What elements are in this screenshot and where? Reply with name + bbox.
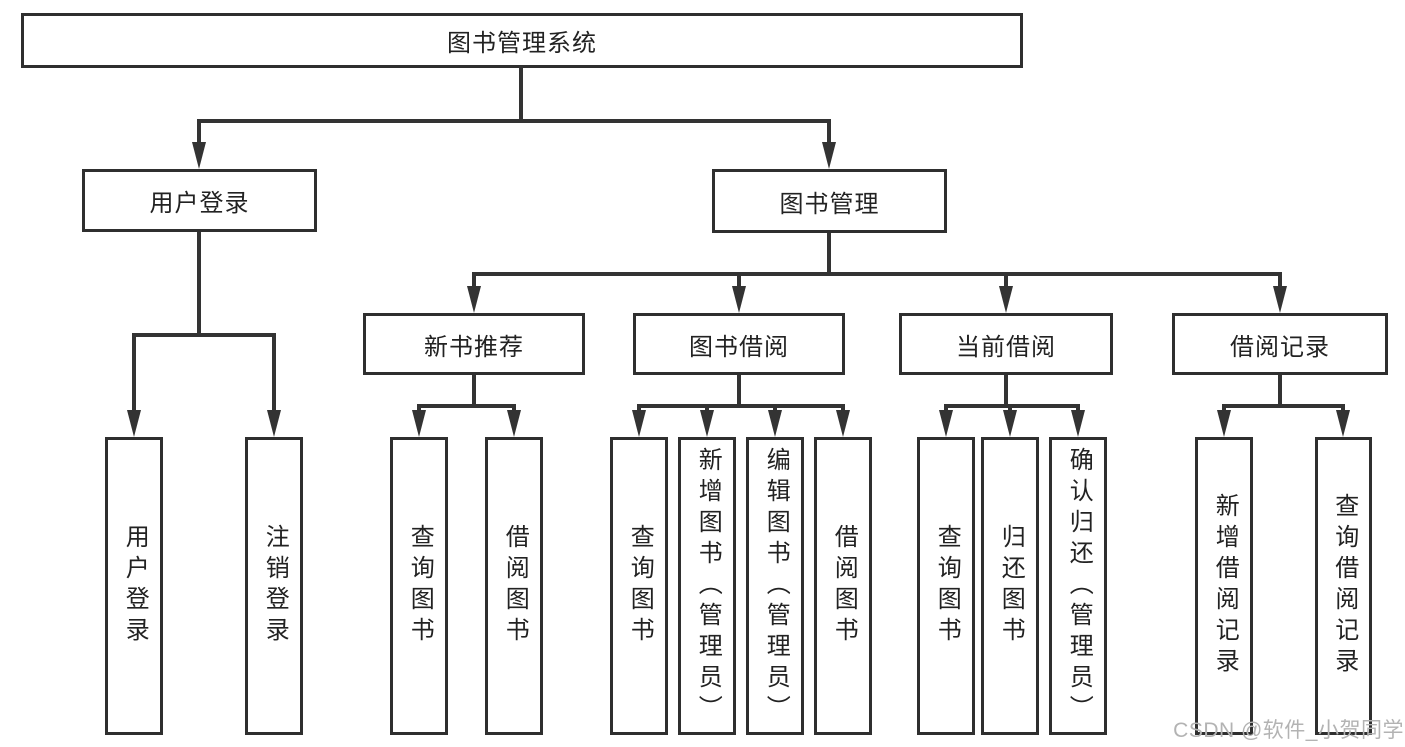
arrow-to-leaf [939, 410, 953, 437]
leaf-confirm-return-admin: 确认归还（管理员） [1049, 437, 1107, 735]
leaf-user-login-label: 用户登录 [121, 524, 149, 648]
connector-stub-leaf-logout [272, 333, 276, 412]
node-book-mgmt: 图书管理 [712, 169, 947, 233]
arrow-to-borrow-record [1273, 286, 1287, 313]
node-new-book-recommend: 新书推荐 [363, 313, 585, 375]
connector-book-borrow-drop [737, 375, 741, 406]
node-book-mgmt-label: 图书管理 [779, 190, 880, 218]
node-new-book-recommend-label: 新书推荐 [424, 333, 524, 361]
arrow-to-leaf [507, 410, 521, 437]
leaf-query-borrow-record: 查询借阅记录 [1315, 437, 1372, 735]
arrow-to-leaf-logout [267, 410, 281, 437]
node-user-login: 用户登录 [82, 169, 317, 232]
node-root: 图书管理系统 [21, 13, 1023, 68]
arrow-to-leaf [632, 410, 646, 437]
node-current-borrow: 当前借阅 [899, 313, 1113, 375]
connector-root-branch [197, 119, 831, 123]
connector-stub-borrow-record [1278, 272, 1282, 289]
leaf-add-book-admin-label: 新增图书（管理员） [694, 446, 722, 726]
connector-stub [705, 404, 709, 413]
arrow-to-user-login [192, 142, 206, 169]
node-borrow-record: 借阅记录 [1172, 313, 1388, 375]
connector-stub-book-mgmt [827, 119, 831, 145]
connector-stub [1076, 404, 1080, 413]
leaf-borrow-book-label: 借阅图书 [830, 524, 858, 648]
arrow-to-leaf [1071, 410, 1085, 437]
leaf-add-borrow-record: 新增借阅记录 [1195, 437, 1253, 735]
leaf-query-book-borrow: 查询图书 [610, 437, 668, 735]
connector-current-borrow-drop [1004, 375, 1008, 406]
connector-stub [1008, 404, 1012, 413]
leaf-query-book-borrow-label: 查询图书 [626, 524, 654, 648]
connector-stub-new-book [472, 272, 476, 289]
connector-new-book-branch [417, 404, 516, 408]
connector-new-book-drop [472, 375, 476, 406]
arrow-to-leaf [1336, 410, 1350, 437]
leaf-query-book-current: 查询图书 [917, 437, 975, 735]
arrow-to-leaf [768, 410, 782, 437]
leaf-logout-login-label: 注销登录 [261, 524, 289, 648]
connector-user-login-branch [132, 333, 276, 337]
node-user-login-label: 用户登录 [149, 190, 250, 217]
leaf-add-book-admin: 新增图书（管理员） [678, 437, 736, 735]
connector-book-mgmt-drop [827, 233, 831, 276]
connector-borrow-record-drop [1278, 375, 1282, 406]
leaf-edit-book-admin-label: 编辑图书（管理员） [762, 446, 790, 726]
node-borrow-record-label: 借阅记录 [1230, 333, 1330, 361]
leaf-borrow-book-recommend-label: 借阅图书 [501, 524, 529, 648]
connector-stub [1222, 404, 1226, 413]
connector-stub [417, 404, 421, 413]
leaf-return-book: 归还图书 [981, 437, 1039, 735]
leaf-return-book-label: 归还图书 [997, 524, 1025, 648]
connector-stub [944, 404, 948, 413]
arrow-to-leaf [412, 410, 426, 437]
arrow-to-book-borrow [732, 286, 746, 313]
leaf-add-borrow-record-label: 新增借阅记录 [1211, 493, 1239, 679]
connector-book-mgmt-branch [472, 272, 1282, 276]
leaf-confirm-return-admin-label: 确认归还（管理员） [1065, 446, 1093, 726]
connector-current-borrow-branch [944, 404, 1080, 408]
arrow-to-new-book [467, 286, 481, 313]
leaf-query-book-current-label: 查询图书 [933, 524, 961, 648]
connector-stub-user-login [197, 119, 201, 145]
connector-user-login-drop [197, 232, 201, 336]
node-current-borrow-label: 当前借阅 [956, 333, 1056, 361]
leaf-edit-book-admin: 编辑图书（管理员） [746, 437, 804, 735]
connector-stub [512, 404, 516, 413]
connector-stub-book-borrow [737, 272, 741, 289]
arrow-to-current-borrow [999, 286, 1013, 313]
leaf-user-login: 用户登录 [105, 437, 163, 735]
arrow-to-leaf [1217, 410, 1231, 437]
node-root-label: 图书管理系统 [447, 30, 597, 57]
connector-stub-current-borrow [1004, 272, 1008, 289]
leaf-borrow-book-recommend: 借阅图书 [485, 437, 543, 735]
connector-stub [841, 404, 845, 413]
watermark: CSDN @软件_小贺同学 [1173, 719, 1404, 742]
connector-borrow-record-branch [1222, 404, 1345, 408]
leaf-query-book-recommend: 查询图书 [390, 437, 448, 735]
leaf-query-book-recommend-label: 查询图书 [406, 524, 434, 648]
connector-stub [1341, 404, 1345, 413]
arrow-to-leaf [836, 410, 850, 437]
connector-book-borrow-branch [637, 404, 845, 408]
leaf-borrow-book: 借阅图书 [814, 437, 872, 735]
arrow-to-book-mgmt [822, 142, 836, 169]
connector-stub [637, 404, 641, 413]
arrow-to-leaf [700, 410, 714, 437]
node-book-borrow-label: 图书借阅 [689, 333, 789, 361]
leaf-query-borrow-record-label: 查询借阅记录 [1330, 493, 1358, 679]
arrow-to-leaf [1003, 410, 1017, 437]
connector-stub-leaf-login [132, 333, 136, 412]
node-book-borrow: 图书借阅 [633, 313, 845, 375]
connector-root-drop [519, 66, 523, 121]
arrow-to-leaf-login [127, 410, 141, 437]
connector-stub [773, 404, 777, 413]
leaf-logout-login: 注销登录 [245, 437, 303, 735]
